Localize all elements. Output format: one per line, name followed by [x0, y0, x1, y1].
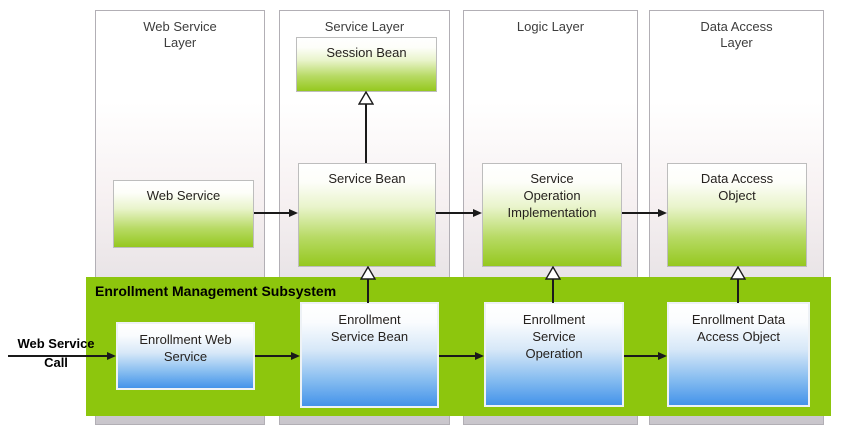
- layer-title-logic: Logic Layer: [516, 19, 585, 34]
- arrow-enrollment-service-bean-to-enrollment-service-operation: [439, 352, 484, 360]
- arrow-service-bean-to-service-operation-implementation: [436, 209, 482, 217]
- arrow-service-operation-implementation-to-data-access-object: [622, 209, 667, 217]
- generalization-arrow-icon: [357, 90, 375, 105]
- node-enrollment-web-service: Enrollment Web Service: [116, 322, 255, 390]
- layer-title-web-service: Web Service Layer: [143, 19, 217, 50]
- node-enrollment-service-bean: Enrollment Service Bean: [300, 302, 439, 408]
- web-service-call-label: Web Service Call: [17, 336, 95, 370]
- layer-title-service: Service Layer: [324, 19, 405, 34]
- arrow-web-service-to-service-bean: [254, 209, 298, 217]
- generalization-arrow-icon: [544, 265, 562, 280]
- arrow-web-service-call-to-enrollment-web-service: [8, 352, 116, 360]
- generalization-line-enrollment-service-operation-to-service-operation-implementation: [552, 279, 554, 303]
- node-data-access-object: Data Access Object: [667, 163, 807, 267]
- node-enrollment-service-operation: Enrollment Service Operation: [484, 302, 624, 407]
- generalization-line-enrollment-data-access-object-to-data-access-object: [737, 279, 739, 303]
- node-session-bean: Session Bean: [296, 37, 437, 92]
- node-enrollment-data-access-object: Enrollment Data Access Object: [667, 302, 810, 407]
- node-service-operation-implementation: Service Operation Implementation: [482, 163, 622, 267]
- node-service-bean: Service Bean: [298, 163, 436, 267]
- generalization-arrow-icon: [729, 265, 747, 280]
- layer-title-data-access: Data Access Layer: [700, 19, 773, 50]
- generalization-line-enrollment-service-bean-to-service-bean: [367, 279, 369, 303]
- generalization-arrow-icon: [359, 265, 377, 280]
- arrow-enrollment-service-operation-to-enrollment-data-access-object: [624, 352, 667, 360]
- node-web-service: Web Service: [113, 180, 254, 248]
- subsystem-title: Enrollment Management Subsystem: [95, 283, 337, 299]
- generalization-line-service-bean-to-session-bean: [365, 104, 367, 163]
- arrow-enrollment-web-service-to-enrollment-service-bean: [255, 352, 300, 360]
